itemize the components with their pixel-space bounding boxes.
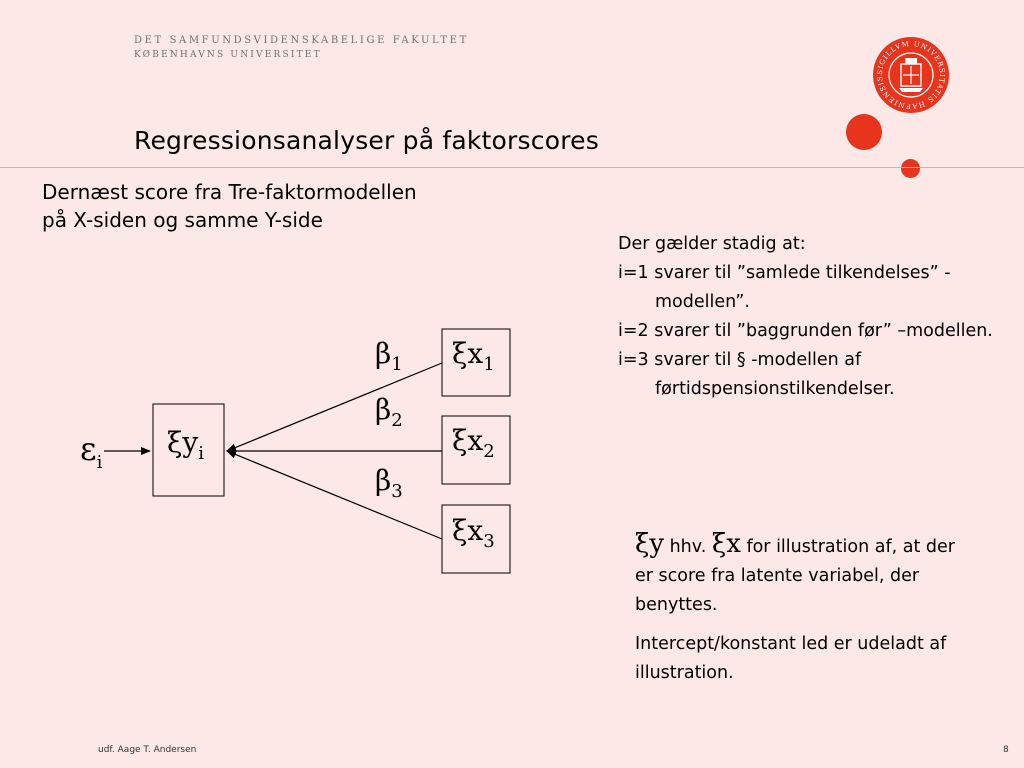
arrow-x1-to-y — [226, 362, 443, 452]
decorative-dot-small — [901, 159, 920, 178]
y-box-subscript: i — [198, 443, 204, 464]
subtitle-line-1: Dernæst score fra Tre-faktormodellen — [42, 180, 417, 204]
beta2-label: β2 — [375, 393, 403, 431]
xi-y-symbol: ξy — [635, 529, 665, 559]
faculty-header: DET SAMFUNDSVIDENSKABELIGE FAKULTET — [134, 35, 469, 46]
x1-subscript: 1 — [483, 354, 494, 375]
beta3-subscript: 3 — [391, 481, 402, 502]
decorative-dot-large — [846, 114, 882, 150]
beta1-subscript: 1 — [391, 354, 402, 375]
beta1-label: β1 — [375, 337, 403, 375]
epsilon-label: εi — [80, 430, 103, 473]
x2-subscript: 2 — [483, 441, 494, 462]
university-seal-icon: SIGILLVM UNIVERSITATIS HAFNIENSIS — [873, 37, 949, 113]
x2-label: ξx2 — [452, 424, 495, 462]
beta3-label: β3 — [375, 464, 403, 502]
y-box — [152, 403, 225, 497]
notes-i1: i=1 svarer til ”samlede tilkendelses” -m… — [618, 263, 951, 312]
xi-x-symbol: ξx — [711, 529, 741, 559]
arrow-x3-to-y — [226, 450, 443, 540]
university-header: KØBENHAVNS UNIVERSITET — [134, 50, 322, 60]
notes-intro: Der gælder stadig at: — [618, 234, 806, 254]
notes-block-2: ξy hhv. ξx for illustration af, at der e… — [635, 530, 965, 688]
epsilon-subscript: i — [97, 452, 103, 473]
notes-xi-paragraph: ξy hhv. ξx for illustration af, at der e… — [635, 530, 965, 620]
x3-label: ξx3 — [452, 514, 495, 552]
page-title: Regressionsanalyser på faktorscores — [134, 126, 599, 155]
notes-i2: i=2 svarer til ”baggrunden før” –modelle… — [618, 321, 993, 341]
page-number: 8 — [1003, 745, 1009, 755]
footer-author: udf. Aage T. Andersen — [98, 745, 197, 755]
notes-i3: i=3 svarer til § -modellen af førtidspen… — [618, 350, 895, 399]
intercept-note: Intercept/konstant led er udeladt af ill… — [635, 634, 947, 683]
subtitle: Dernæst score fra Tre-faktormodellen på … — [42, 178, 562, 234]
beta2-subscript: 2 — [391, 410, 402, 431]
x1-box — [441, 328, 511, 397]
hhv-text: hhv. — [664, 537, 712, 557]
notes-block: Der gælder stadig at: i=1 svarer til ”sa… — [618, 230, 998, 404]
y-box-label: ξyi — [167, 426, 204, 464]
subtitle-line-2: på X-siden og samme Y-side — [42, 208, 323, 232]
illustration-text: for illustration af, at der er score fra… — [635, 537, 955, 615]
x2-box — [441, 415, 511, 485]
x1-label: ξx1 — [452, 337, 495, 375]
title-divider — [0, 167, 1024, 168]
x3-subscript: 3 — [483, 531, 494, 552]
